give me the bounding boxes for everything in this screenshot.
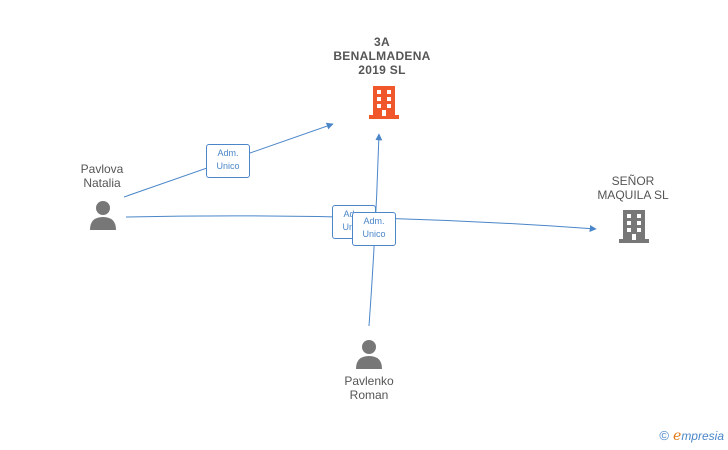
edge-label-line-2: Unico: [216, 161, 240, 171]
company-main-label[interactable]: 3A BENALMADENA 2019 SL: [322, 35, 442, 77]
company-main-line-2: BENALMADENA: [333, 49, 431, 63]
company-other-line-2: MAQUILA SL: [597, 188, 669, 202]
person-icon[interactable]: [354, 339, 384, 369]
person-roman-line-1: Pavlenko: [344, 374, 394, 388]
building-icon[interactable]: [617, 208, 651, 244]
brand-watermark: ©empresia: [659, 428, 724, 444]
company-main-line-3: 2019 SL: [358, 63, 406, 77]
company-other-label[interactable]: SEÑOR MAQUILA SL: [578, 174, 688, 202]
edge-label-natalia-to-main[interactable]: Adm. Unico: [206, 144, 250, 178]
company-other-line-1: SEÑOR: [611, 174, 655, 188]
person-icon[interactable]: [88, 200, 118, 230]
company-main-line-1: 3A: [374, 35, 390, 49]
person-natalia-line-2: Natalia: [83, 176, 121, 190]
edge-label-line-1: Adm.: [217, 148, 239, 158]
edge-label-line-1: Adm.: [363, 216, 385, 226]
person-roman-label[interactable]: Pavlenko Roman: [326, 374, 412, 402]
building-icon[interactable]: [367, 84, 401, 120]
person-natalia-label[interactable]: Pavlova Natalia: [62, 162, 142, 190]
person-natalia-line-1: Pavlova: [80, 162, 124, 176]
edge-label-line-2: Unico: [362, 229, 386, 239]
brand-logo-text: mpresia: [681, 429, 724, 443]
person-roman-line-2: Roman: [349, 388, 389, 402]
edge-label-roman-to-other[interactable]: Adm. Unico: [352, 212, 396, 246]
copyright-symbol: ©: [659, 428, 670, 443]
brand-logo-e: e: [673, 428, 682, 444]
